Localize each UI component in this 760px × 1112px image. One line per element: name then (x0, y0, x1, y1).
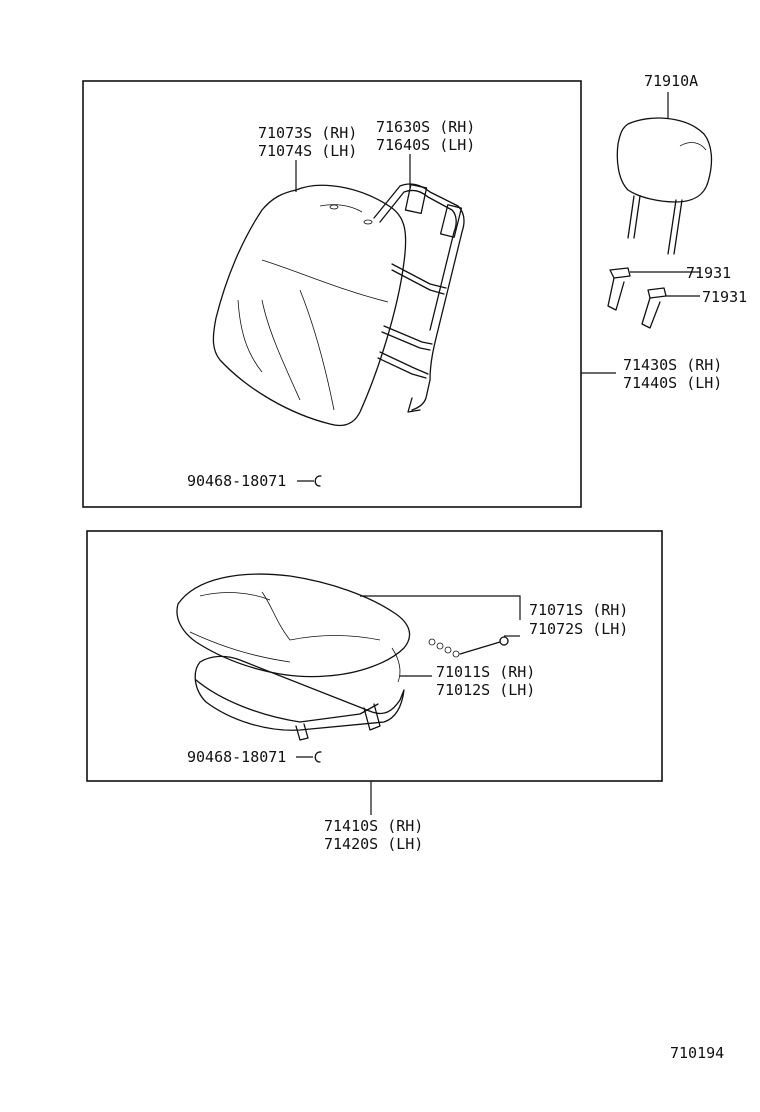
lower-clip-icon (314, 751, 322, 763)
lower-cover-leader (360, 595, 521, 620)
headrest (616, 117, 713, 255)
frame-lh-label: 71640S (LH) (376, 136, 475, 154)
lower-assembly-lh-label: 71420S (LH) (324, 835, 423, 853)
pad-rh-label: 71011S (RH) (436, 663, 535, 681)
diagram-number: 710194 (670, 1044, 724, 1062)
lower-clip-label: 90468-18071 (187, 748, 286, 766)
cushion-cover (176, 573, 411, 683)
support-2-label: 71931 (702, 288, 747, 306)
seatback-assembly-box (82, 80, 582, 508)
lower-cover-rh-label: 71071S (RH) (529, 601, 628, 619)
cushion-pad (194, 655, 405, 741)
lower-cover-lh-label: 71072S (LH) (529, 620, 628, 638)
upper-clip-icon (314, 475, 322, 487)
headrest-label: 71910A (644, 72, 698, 90)
upper-assembly-lh-label: 71440S (LH) (623, 374, 722, 392)
cover-rh-label: 71073S (RH) (258, 124, 357, 142)
seatback-cover (212, 184, 407, 427)
pad-lh-label: 71012S (LH) (436, 681, 535, 699)
lower-assembly-rh-label: 71410S (RH) (324, 817, 423, 835)
seat-cushion-assembly-box (86, 530, 663, 782)
frame-rh-label: 71630S (RH) (376, 118, 475, 136)
hog-ring-set (428, 636, 509, 658)
cover-lh-label: 71074S (LH) (258, 142, 357, 160)
support-1-label: 71931 (686, 264, 731, 282)
upper-clip-label: 90468-18071 (187, 472, 286, 490)
headrest-support-2 (641, 287, 667, 329)
seatback-frame (373, 183, 465, 413)
headrest-support-1 (607, 267, 631, 311)
upper-assembly-rh-label: 71430S (RH) (623, 356, 722, 374)
